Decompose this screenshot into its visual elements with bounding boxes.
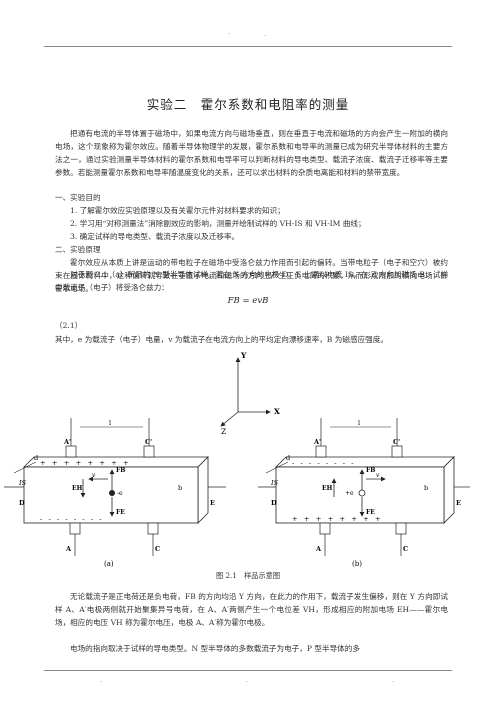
panel-a-charge: -e (117, 490, 123, 497)
figure-caption: 图 2.1 样品示意图 (215, 571, 281, 580)
section-heading-objectives: 一、实验目的 (55, 193, 101, 202)
panel-b-charge: +e (345, 490, 354, 497)
section-heading-principle: 二、实验原理 (55, 245, 101, 254)
equation-number: （2.1） (55, 321, 83, 330)
panel-a-electrode-e: E (210, 499, 215, 507)
panel-a-top-charges: + + + + + + + + (40, 459, 131, 467)
principle-paragraph-1: 霍尔效应从本质上讲是运动的带电粒子在磁场中受洛仑兹力作用而引起的偏转。当带电粒子… (55, 258, 448, 293)
panel-a-length-label: l (109, 419, 111, 427)
panel-a-label: (a) (104, 560, 114, 568)
field-direction-paragraph: 电场的指向取决于试样的导电类型。N 型半导体的多数载流子为电子，P 型半导体的多 (70, 644, 360, 653)
panel-b-electric-force: FE (366, 509, 375, 516)
panel-a-electrode-c: C (155, 545, 160, 553)
objective-item-2: 2. 学习用“对称测量法”消除副效应的影响，测量并绘制试样的 VH-IS 和 V… (70, 219, 366, 228)
panel-a-electrode-d: D (19, 499, 25, 507)
panel-a-electrode-c-prime: C' (145, 438, 152, 446)
axis-z-label: Z (221, 427, 226, 436)
panel-b-electrode-c-prime: C' (393, 438, 400, 446)
coordinate-axes: Y X Z (220, 351, 280, 436)
panel-a-bottom-charges: - - - - - - - - (40, 515, 104, 523)
panel-b-velocity: v (376, 472, 380, 479)
panel-a-current-label: IS (18, 479, 27, 487)
objective-item-3: 3. 确定试样的导电类型、载流子浓度以及迁移率。 (70, 232, 240, 241)
intro-paragraph: 把通有电流的半导体置于磁场中，如果电流方向与磁场垂直，则在垂直于电流和磁场的方向… (55, 129, 448, 177)
panel-b-electrode-e: E (456, 499, 461, 507)
panel-b-width-label: b (424, 484, 428, 492)
panel-b: A' C' A C D E l b d IS - - - - - - - - +… (258, 418, 470, 568)
panel-b-electrode-d: D (271, 499, 277, 507)
panel-b-lorentz-force: FB (366, 467, 375, 474)
page-title: 实验二 霍尔系数和电阻率的测量 (146, 97, 350, 112)
panel-a-electrode-a-prime: A' (63, 438, 71, 446)
panel-b-electrode-a-prime: A' (313, 438, 321, 446)
panel-a-width-label: b (178, 484, 182, 492)
panel-a-electrode-a: A (65, 545, 72, 553)
panel-a-electric-force: FE (116, 509, 125, 516)
footer-mark-right: . (392, 676, 395, 684)
panel-b-length-label: l (358, 419, 360, 427)
header-rule (44, 46, 452, 47)
panel-b-bottom-charges: + + + + + + + + (292, 515, 383, 523)
panel-b-hall-field: EH (322, 485, 333, 492)
footer-rule (44, 670, 452, 671)
panel-a-lorentz-force: FB (116, 467, 125, 474)
lorentz-formula: FB = evB (227, 296, 269, 306)
header-mark-right: . (264, 30, 267, 38)
panel-a-velocity: v (92, 472, 96, 479)
panel-a: A' C' A C D E l b d IS + + + + + + + + -… (4, 418, 226, 568)
panel-b-top-charges: - - - - - - - - (292, 459, 356, 467)
panel-b-label: (b) (352, 560, 362, 568)
header-mark-left: - (228, 30, 231, 38)
panel-a-thickness-label: d (34, 454, 38, 462)
panel-a-hall-field: EH (72, 485, 83, 492)
hall-voltage-paragraph: 无论载流子是正电荷还是负电荷，FB 的方向均沿 Y 方向，在此力的作用下，载流子… (55, 592, 448, 627)
panel-b-thickness-label: d (286, 454, 290, 462)
panel-b-electrode-c: C (403, 545, 408, 553)
principle-paragraph-3: 其中，e 为载流子（电子）电量，v 为载流子在电流方向上的平均定向漂移速率，B … (55, 335, 388, 344)
axis-x-label: X (274, 407, 280, 416)
footer-mark-left: . (100, 676, 103, 684)
footer-mark-center: . (246, 676, 249, 684)
panel-b-current-label: IS (270, 479, 279, 487)
panel-b-electrode-a: A (315, 545, 322, 553)
objective-item-1: 1. 了解霍尔效应实验原理以及有关霍尔元件对材料要求的知识； (70, 206, 285, 215)
principle-paragraph-2: 对于图 2.1（a）所示的 N 型半导体试样，若在 X 方向的电极 D、E 上通… (55, 270, 448, 292)
axis-y-label: Y (240, 351, 247, 360)
